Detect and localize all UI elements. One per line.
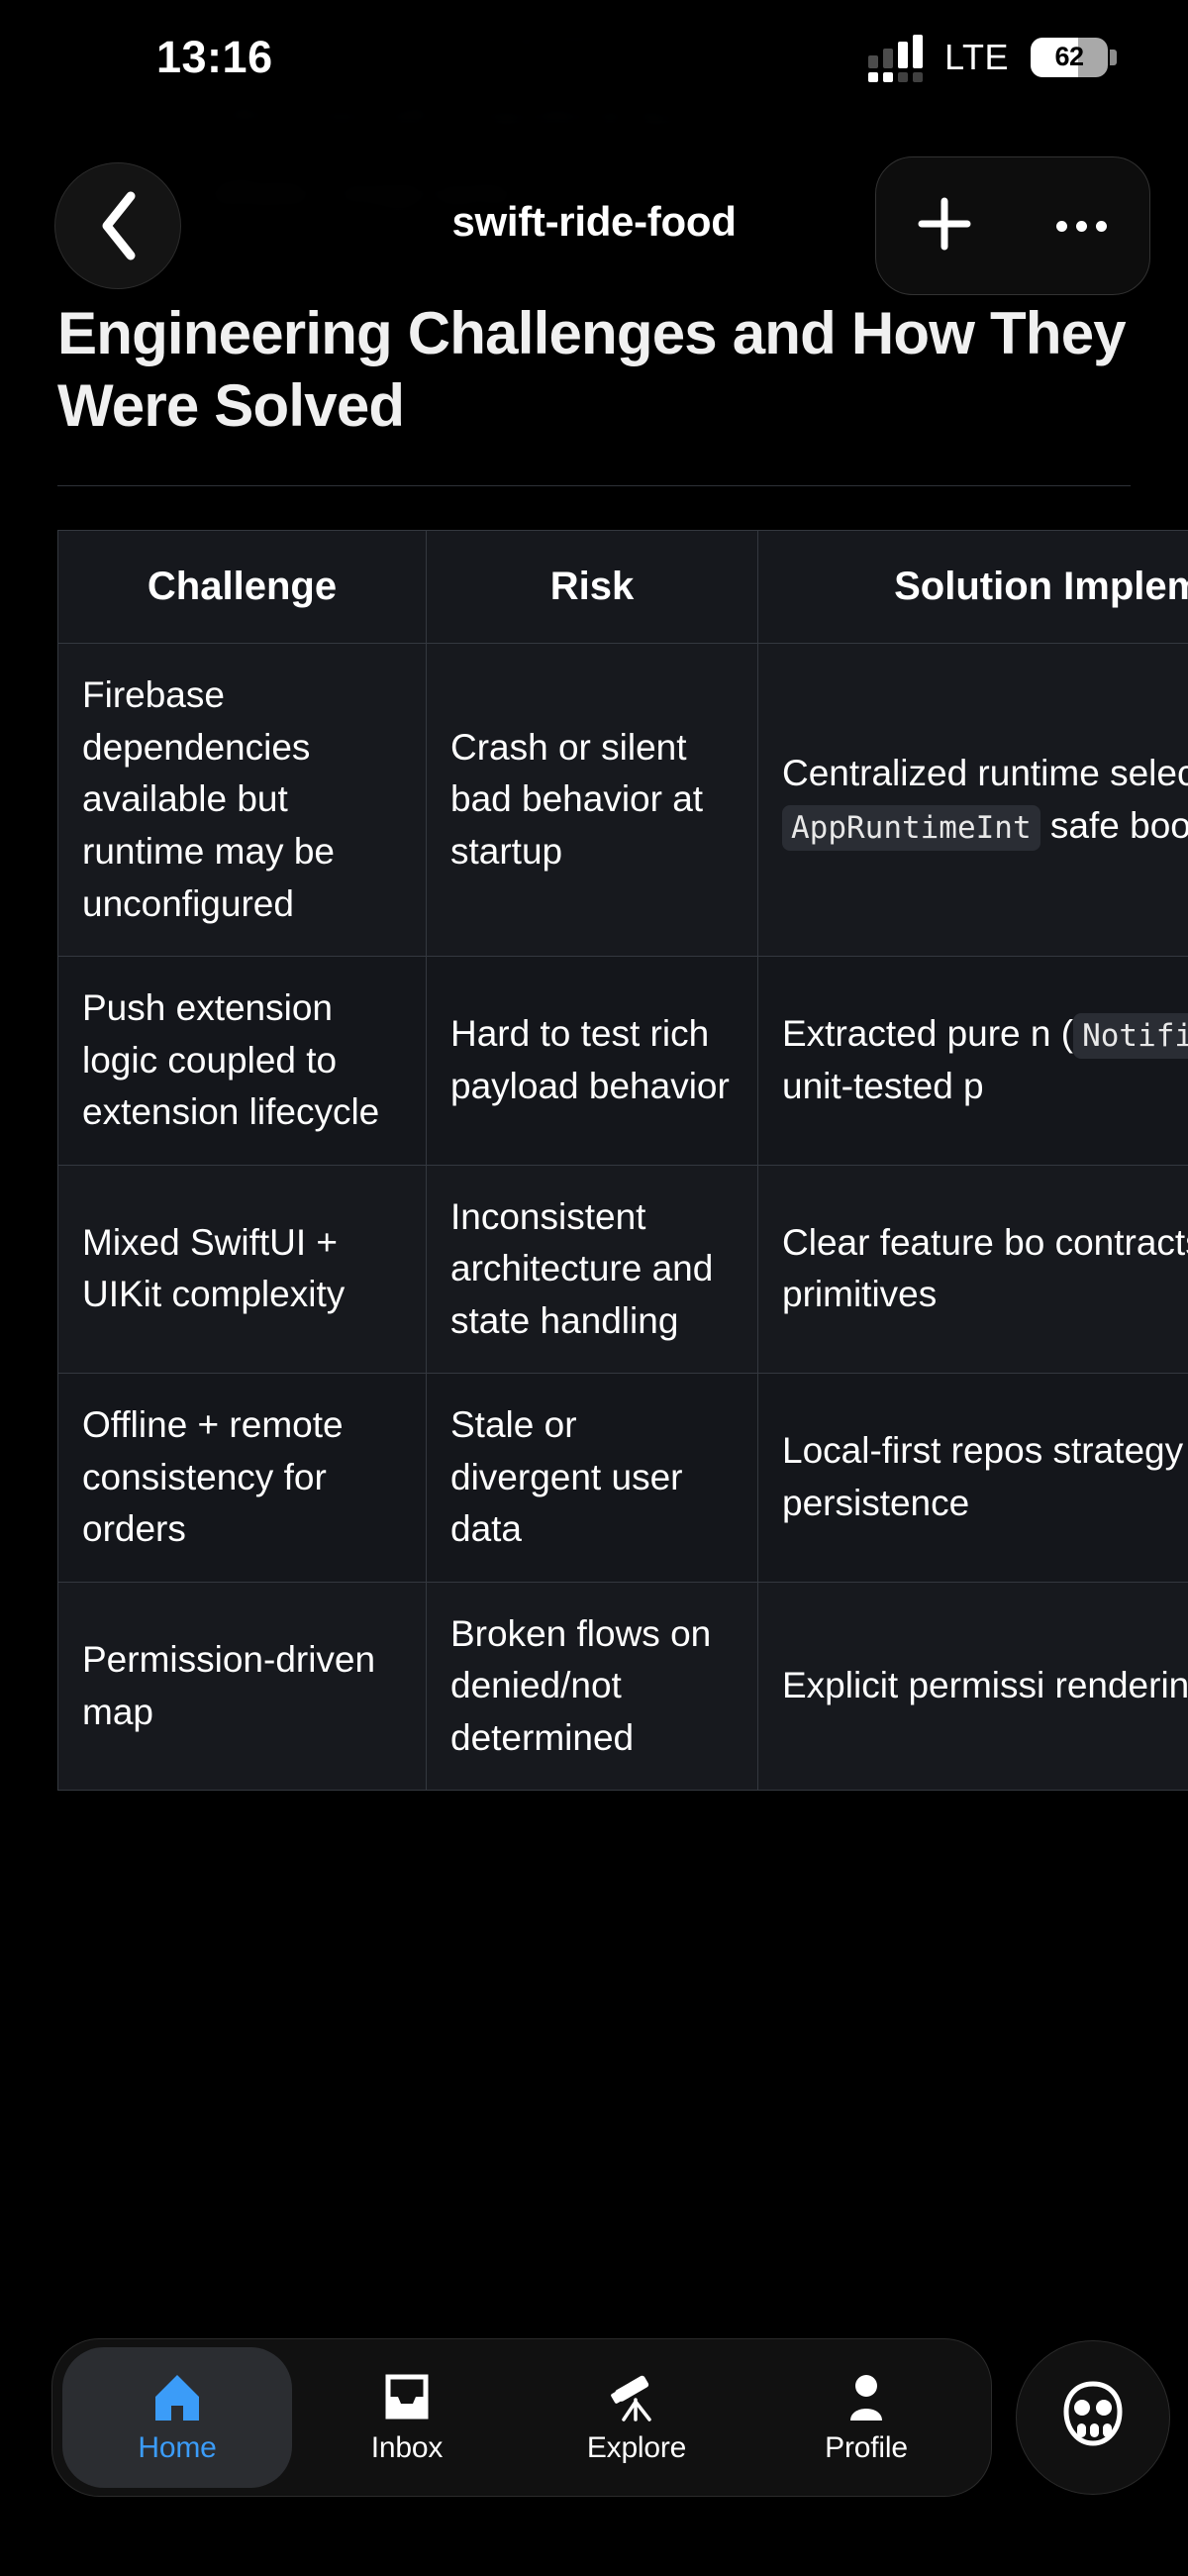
cell-risk: Inconsistent architecture and state hand… <box>426 1164 758 1375</box>
cell-solution: Local-first repos strategy and Co persis… <box>757 1373 1188 1583</box>
cell-challenge: Mixed SwiftUI + UIKit complexity <box>57 1164 427 1375</box>
tab-inbox-label: Inbox <box>370 2430 444 2464</box>
tab-home-label: Home <box>138 2430 217 2464</box>
tab-profile[interactable]: Profile <box>751 2347 981 2488</box>
bottom-navigation: Home Inbox <box>0 2335 1188 2499</box>
home-icon <box>151 2370 203 2423</box>
engineering-challenges-table: Challenge Risk Solution Implemented Fire… <box>57 530 1188 1792</box>
cell-challenge: Permission-driven map <box>57 1581 427 1792</box>
table-row: Mixed SwiftUI + UIKit complexity Inconsi… <box>57 1164 1188 1375</box>
solution-text-prefix: Centralized runtime selection via <box>782 753 1188 794</box>
more-options-button[interactable] <box>1027 171 1136 280</box>
column-header-challenge: Challenge <box>57 530 427 645</box>
tab-explore[interactable]: Explore <box>522 2347 751 2488</box>
table-row: Push extension logic coupled to extensio… <box>57 956 1188 1166</box>
tab-home[interactable]: Home <box>62 2346 292 2488</box>
cell-risk: Stale or divergent user data <box>426 1373 758 1583</box>
solution-text-prefix: Extracted pure n ( <box>782 1013 1074 1055</box>
status-clock: 13:16 <box>156 31 273 82</box>
cell-solution: Clear feature bo contracts + shar primit… <box>757 1164 1188 1375</box>
cell-risk: Crash or silent bad behavior at startup <box>426 643 758 958</box>
cell-challenge: Firebase dependencies available but runt… <box>57 643 427 958</box>
header-actions-group <box>875 156 1150 295</box>
ghost-bullet <box>139 127 150 139</box>
inline-code-token: NotificationC <box>1073 1013 1188 1060</box>
tab-inbox[interactable]: Inbox <box>292 2347 522 2488</box>
telescope-icon <box>610 2370 663 2423</box>
cellular-signal-icon <box>868 33 924 82</box>
table-row: Permission-driven map Broken flows on de… <box>57 1581 1188 1792</box>
tab-profile-label: Profile <box>825 2430 908 2464</box>
inbox-icon <box>381 2370 433 2423</box>
solution-text-suffix: ) and unit-tested p <box>782 1065 984 1106</box>
cell-solution: Explicit permissi rendering with re <box>757 1581 1188 1792</box>
cell-risk: Broken flows on denied/not determined <box>426 1581 758 1792</box>
status-indicators: LTE 62 <box>868 33 1117 82</box>
plus-icon <box>914 193 975 259</box>
heading-divider <box>57 485 1131 487</box>
battery-icon: 62 <box>1031 37 1108 77</box>
column-header-risk: Risk <box>426 530 758 645</box>
cell-risk: Hard to test rich payload behavior <box>426 956 758 1166</box>
tab-bar: Home Inbox <box>51 2337 992 2497</box>
cell-solution: Extracted pure n (NotificationC ) and uni… <box>757 956 1188 1166</box>
status-bar: 13:16 LTE 62 <box>0 0 1188 114</box>
column-header-solution: Solution Implemented <box>757 530 1188 645</box>
battery-cap <box>1110 49 1117 65</box>
cell-solution: Centralized runtime selection via AppRun… <box>757 643 1188 958</box>
table-row: Firebase dependencies available but runt… <box>57 643 1188 958</box>
people-group-icon <box>1050 2372 1136 2462</box>
page-content: Engineering Challenges and How They Were… <box>0 297 1188 1792</box>
app-header: swift-ride-food <box>0 149 1188 307</box>
inline-code-token: AppRuntimeInt <box>782 804 1040 851</box>
group-button[interactable] <box>1016 2339 1170 2495</box>
ellipsis-icon <box>1055 220 1107 232</box>
cell-challenge: Offline + remote consistency for orders <box>57 1373 427 1583</box>
add-button[interactable] <box>890 171 999 280</box>
solution-text-suffix: safe bootstrap c <box>1049 804 1188 846</box>
network-type-label: LTE <box>944 36 1009 77</box>
tab-explore-label: Explore <box>586 2430 687 2464</box>
battery-percent: 62 <box>1054 42 1084 71</box>
table-horizontal-scroll[interactable]: Challenge Risk Solution Implemented Fire… <box>0 530 1188 1792</box>
page-title: Engineering Challenges and How They Were… <box>57 300 1127 440</box>
cell-challenge: Push extension logic coupled to extensio… <box>57 956 427 1166</box>
table-row: Offline + remote consistency for orders … <box>57 1373 1188 1583</box>
person-icon <box>841 2370 892 2423</box>
table-header-row: Challenge Risk Solution Implemented <box>57 530 1188 645</box>
